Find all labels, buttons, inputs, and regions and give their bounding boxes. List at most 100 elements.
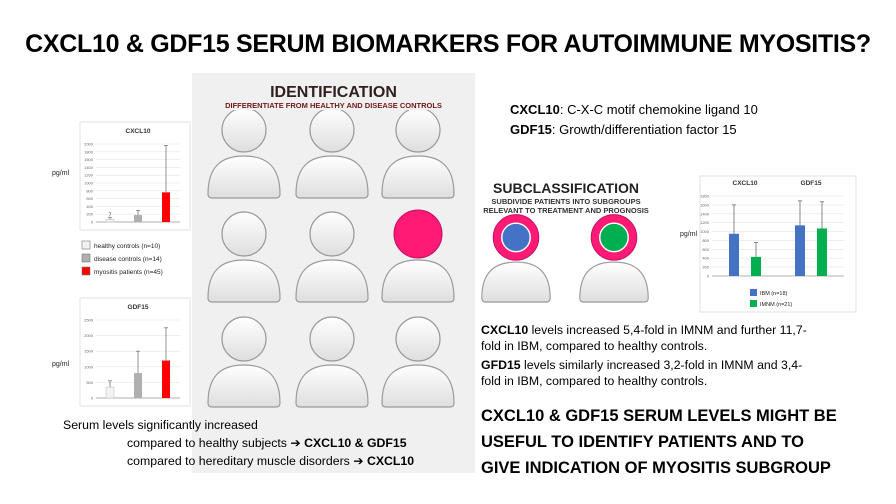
subclassification-title: SUBCLASSIFICATION — [493, 180, 639, 196]
chart-title: CXCL10 — [126, 128, 151, 135]
conclusion-line-3: GIVE INDICATION OF MYOSITIS SUBGROUP — [481, 459, 831, 477]
legend-swatch — [81, 240, 91, 250]
legend-swatch — [750, 300, 757, 307]
bar — [105, 386, 115, 399]
y-tick-label: 2000 — [84, 333, 94, 338]
person-icon — [295, 110, 369, 199]
conclusion-line-2: USEFUL TO IDENTIFY PATIENTS AND TO — [481, 433, 804, 451]
bar — [162, 360, 170, 398]
person-body — [579, 261, 649, 303]
finding-text: levels similarly increased 3,2-fold in I… — [520, 358, 803, 372]
serum-summary-line-3: compared to hereditary muscle disorders … — [127, 454, 414, 468]
conclusion-line-1: CXCL10 & GDF15 SERUM LEVELS MIGHT BE — [481, 407, 837, 425]
y-tick-label: 1200 — [700, 220, 710, 225]
person-icon — [381, 209, 455, 303]
category-label: CXCL10 — [733, 180, 758, 187]
legend-label: healthy controls (n=10) — [94, 243, 160, 250]
person-icon — [481, 214, 551, 303]
subclassification-subtitle-1: SUBDIVIDE PATIENTS INTO SUBGROUPS — [491, 197, 641, 206]
y-tick-label: 600 — [702, 247, 709, 252]
legend-label: myositis patients (n=45) — [94, 269, 163, 276]
subgroup-figures — [481, 214, 649, 303]
y-axis-label: pg/ml — [52, 170, 70, 177]
finding-term: CXCL10 — [481, 323, 529, 337]
bar — [134, 214, 142, 222]
y-tick-label: 0 — [91, 220, 94, 225]
person-head — [309, 316, 355, 362]
legend-swatch — [750, 289, 757, 296]
finding-cxcl10: CXCL10 levels increased 5,4-fold in IMNM… — [481, 322, 861, 354]
person-icon — [207, 211, 281, 303]
y-axis-label: pg/ml — [680, 231, 698, 238]
y-tick-label: 1800 — [84, 149, 94, 154]
person-icon — [207, 110, 281, 199]
person-head — [395, 110, 441, 153]
person-icon — [207, 316, 281, 408]
person-head — [221, 110, 267, 153]
person-head-core — [501, 222, 531, 253]
y-tick-label: 1400 — [700, 211, 710, 216]
legend-label: IBM (n=18) — [760, 291, 788, 297]
subgroup-chart: 020040060080010001200140016001800pg/mlCX… — [680, 175, 857, 313]
y-tick-label: 400 — [86, 204, 93, 209]
person-head-core — [599, 222, 629, 253]
y-tick-label: 1600 — [84, 157, 94, 162]
y-tick-label: 1000 — [700, 229, 710, 234]
glossary-term: GDF15 — [510, 122, 552, 137]
person-head-highlight — [393, 209, 443, 259]
y-tick-label: 1500 — [84, 349, 94, 354]
bar — [817, 228, 827, 276]
person-body — [207, 259, 281, 303]
y-tick-label: 1600 — [700, 202, 710, 207]
legend-label: IMNM (n=21) — [760, 302, 792, 308]
y-tick-label: 1000 — [84, 364, 94, 369]
cxcl10-legend: healthy controls (n=10)disease controls … — [81, 240, 163, 276]
glossary-cxcl10: CXCL10: C-X-C motif chemokine ligand 10 — [510, 102, 758, 117]
person-head — [309, 211, 355, 257]
y-tick-label: 400 — [702, 256, 709, 261]
y-tick-label: 1200 — [84, 173, 94, 178]
y-tick-label: 600 — [86, 196, 93, 201]
finding-term: GFD15 — [481, 358, 521, 372]
person-head — [309, 110, 355, 153]
y-tick-label: 500 — [86, 380, 93, 385]
glossary-definition: : Growth/differentiation factor 15 — [551, 122, 737, 137]
chart-frame — [79, 121, 191, 231]
data-label: 7 — [109, 212, 112, 218]
bar — [134, 373, 142, 398]
person-icon — [381, 316, 455, 408]
person-icon — [579, 214, 649, 303]
person-body — [295, 364, 369, 408]
legend-swatch — [81, 253, 91, 263]
cxcl10-chart: 0200400600800100012001400160018002000CXC… — [52, 121, 191, 231]
y-axis-label: pg/ml — [52, 361, 70, 368]
finding-text: levels increased 5,4-fold in IMNM and fu… — [528, 323, 807, 337]
person-icon — [295, 316, 369, 408]
serum-text: compared to healthy subjects ➔ — [127, 436, 305, 450]
person-body — [381, 364, 455, 408]
legend-swatch — [81, 266, 91, 276]
finding-text-2: fold in IBM, compared to healthy control… — [481, 374, 708, 388]
person-body — [381, 155, 455, 199]
person-body — [207, 364, 281, 408]
identification-subtitle: DIFFERENTIATE FROM HEALTHY AND DISEASE C… — [225, 101, 442, 110]
person-body — [207, 155, 281, 199]
person-body — [295, 155, 369, 199]
category-label: GDF15 — [801, 180, 822, 187]
bar — [729, 233, 739, 276]
chart-frame — [699, 175, 857, 313]
bar — [105, 219, 115, 223]
glossary-term: CXCL10 — [510, 102, 560, 117]
y-tick-label: 1000 — [84, 181, 94, 186]
serum-text: compared to hereditary muscle disorders … — [127, 454, 367, 468]
serum-bold: CXCL10 — [366, 454, 415, 468]
serum-summary-line-2: compared to healthy subjects ➔ CXCL10 & … — [127, 436, 407, 450]
person-icon — [381, 110, 455, 199]
y-tick-label: 800 — [702, 238, 709, 243]
person-head — [395, 316, 441, 362]
y-tick-label: 200 — [86, 212, 93, 217]
y-tick-label: 2000 — [84, 142, 94, 147]
person-body — [481, 261, 551, 303]
patient-grid — [207, 110, 455, 408]
